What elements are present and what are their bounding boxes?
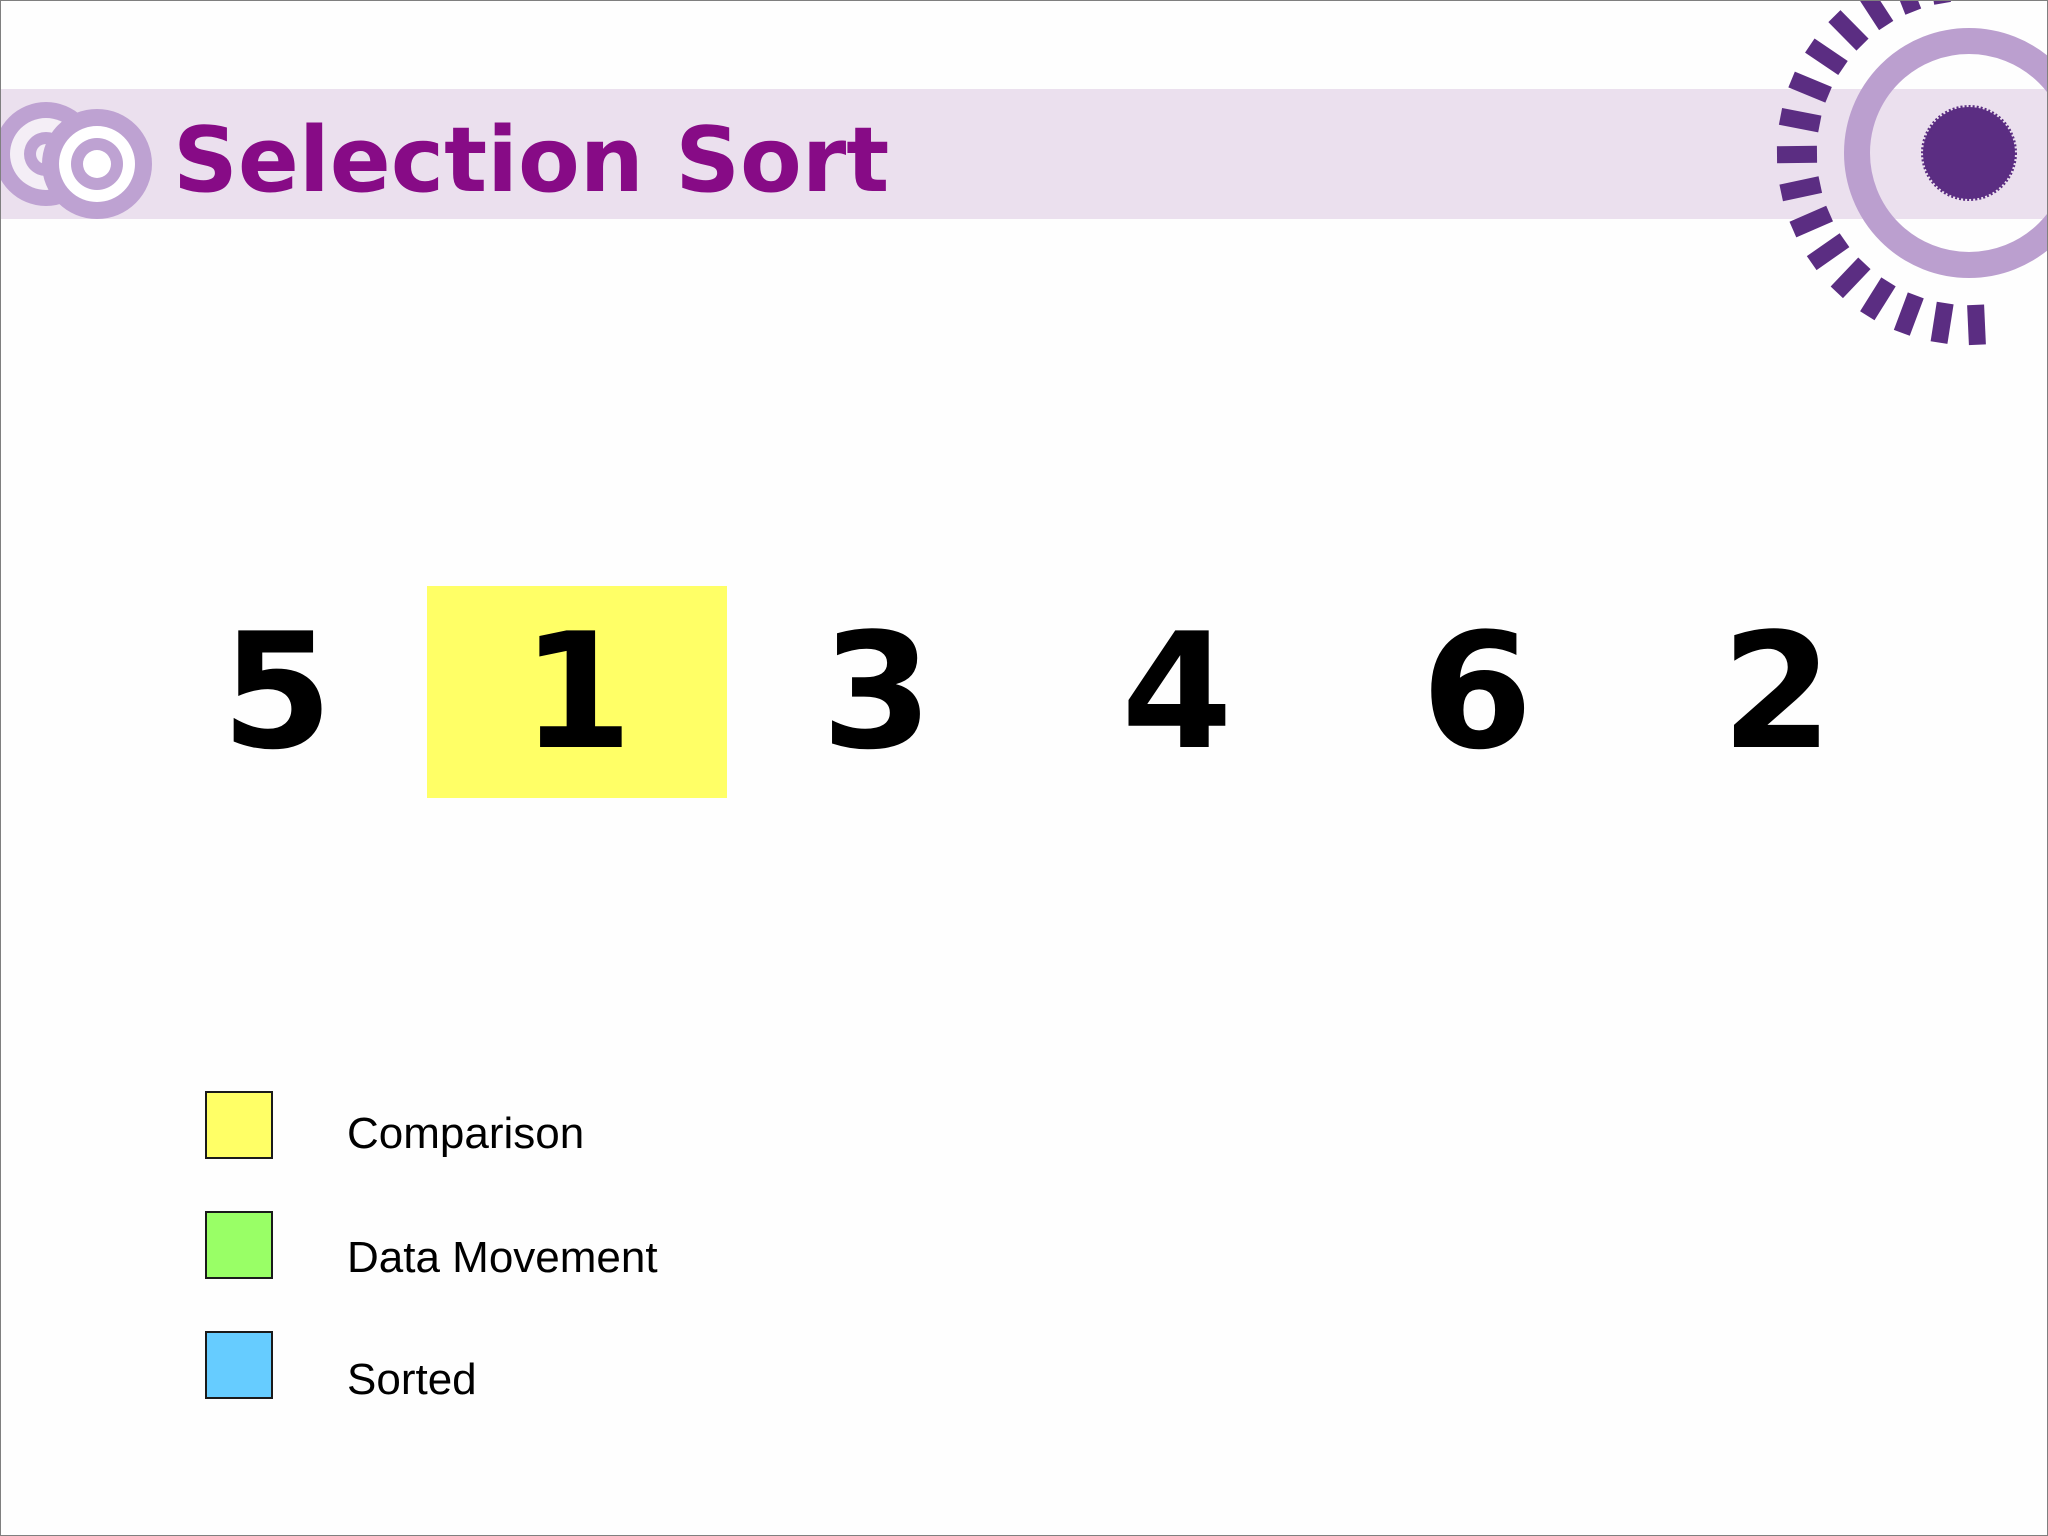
legend-label-comparison: Comparison [347, 1109, 585, 1158]
sun-ray [1788, 71, 1832, 103]
sun-ray [1893, 292, 1924, 336]
sun-ray [1860, 277, 1896, 321]
sun-ray [1828, 10, 1869, 51]
sun-ray [1860, 1, 1894, 31]
sun-ray [1779, 176, 1823, 202]
slide-title: Selection Sort [173, 108, 890, 213]
sun-ray [1805, 38, 1848, 76]
sun-ray [1778, 108, 1822, 133]
sun-ray [1967, 304, 1986, 346]
sun-decoration-icon [1776, 1, 2047, 346]
legend-label-data-movement: Data Movement [347, 1233, 658, 1282]
array-cell: 3 [821, 598, 933, 785]
array-cell: 2 [1721, 598, 1833, 785]
rings-logo-icon [1, 102, 152, 219]
sun-ray [1899, 1, 1922, 15]
array-cell: 1 [427, 586, 727, 798]
legend-swatch-data-movement [205, 1211, 273, 1279]
array-cell: 6 [1421, 598, 1533, 785]
legend-label-sorted: Sorted [347, 1355, 477, 1404]
sun-ray [1789, 205, 1833, 238]
title-band [1, 89, 2047, 219]
sun-ray [1930, 301, 1954, 344]
legend-swatch-sorted [205, 1331, 273, 1399]
sun-ray [1830, 257, 1871, 299]
legend-swatch-comparison [205, 1091, 273, 1159]
sun-ray [1806, 233, 1850, 271]
array-cell: 5 [221, 598, 333, 785]
array-cell: 4 [1121, 598, 1233, 785]
